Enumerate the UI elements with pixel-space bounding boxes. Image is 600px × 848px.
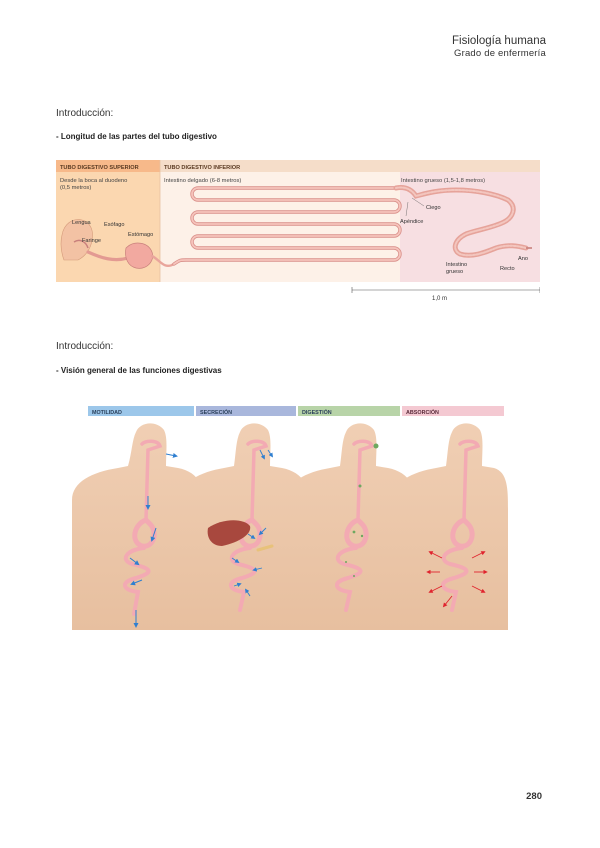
upper-tract-header: TUBO DIGESTIVO SUPERIOR <box>60 165 139 171</box>
panel-header-absorcion <box>402 406 504 416</box>
header-subtitle: Grado de enfermería <box>454 48 546 59</box>
label-recto: Recto <box>500 266 515 272</box>
label-faringe: Faringe <box>82 238 101 244</box>
section1-heading: Introducción: <box>56 108 114 119</box>
panel-header-motilidad <box>88 406 194 416</box>
label-lengua: Lengua <box>72 220 92 226</box>
stomach-shape <box>125 242 153 269</box>
pancreas-illustration <box>256 544 274 552</box>
lower-tract-header: TUBO DIGESTIVO INFERIOR <box>164 165 240 171</box>
tongue-shape <box>73 239 89 249</box>
document-header: Fisiología humana Grado de enfermería <box>452 34 546 60</box>
head-illustration <box>60 219 93 261</box>
panel-label-secrecion: SECRECIÓN <box>200 408 232 416</box>
panel-label-digestion: DIGESTIÓN <box>302 408 332 416</box>
upper-header-band <box>56 160 160 172</box>
label-estomago: Estómago <box>128 232 153 238</box>
panel-label-motilidad: MOTILIDAD <box>92 410 122 416</box>
section2-heading: Introducción: <box>56 341 114 352</box>
page-number: 280 <box>526 791 542 802</box>
upper-desc-2: (0,5 metros) <box>60 185 91 191</box>
header-title: Fisiología humana <box>452 35 546 47</box>
secretion-arrows <box>231 449 273 597</box>
liver-illustration <box>207 520 251 546</box>
large-intestine-background <box>400 160 540 282</box>
label-esofago: Esófago <box>104 222 125 228</box>
upper-desc-1: Desde la boca al duodeno <box>60 178 127 184</box>
label-grueso: grueso <box>446 269 463 275</box>
label-ciego: Ciego <box>426 205 441 211</box>
torso-absorcion <box>392 423 508 630</box>
small-intestine-label: Intestino delgado (6-8 metros) <box>164 178 241 184</box>
digestion-particles <box>345 443 379 577</box>
lower-header-band <box>160 160 540 172</box>
esophagus-tube <box>86 250 130 262</box>
digestive-functions-figure: MOTILIDAD SECRECIÓN DIGESTIÓN ABSORCIÓN <box>72 406 508 630</box>
digestive-tract-length-figure: TUBO DIGESTIVO SUPERIOR TUBO DIGESTIVO I… <box>56 160 540 302</box>
panel-label-absorcion: ABSORCIÓN <box>406 408 439 416</box>
label-ano: Ano <box>518 256 528 262</box>
label-apendice: Apéndice <box>400 219 423 225</box>
section1-subheading: - Longitud de las partes del tubo digest… <box>56 132 217 141</box>
label-intestino: Intestino <box>446 262 467 268</box>
panel-header-secrecion <box>196 406 296 416</box>
large-intestine-label: Intestino grueso (1,5-1,8 metros) <box>401 178 485 184</box>
absorption-arrows <box>426 551 488 608</box>
duodenum-tube <box>150 254 176 268</box>
scale-label: 1,0 m <box>432 296 447 302</box>
motility-arrows <box>129 452 178 628</box>
panel-header-digestion <box>298 406 400 416</box>
section2-subheading: - Visión general de las funciones digest… <box>56 366 222 375</box>
